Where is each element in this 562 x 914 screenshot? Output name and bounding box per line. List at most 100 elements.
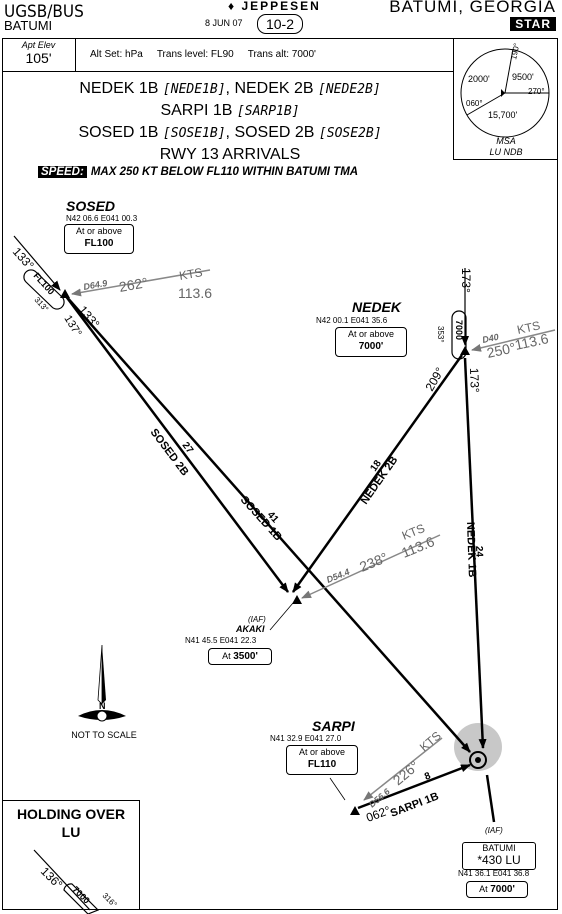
title-line-2: SARPI 1B [SARP1B] — [0, 102, 460, 120]
akaki-radial-brg: 238° — [357, 549, 390, 575]
sosed-inbound-brg: 133° — [10, 245, 37, 273]
batumi-navaid-box: BATUMI *430 LU — [462, 842, 536, 870]
sosed-fix-icon — [60, 289, 70, 298]
chart-type-badge: STAR — [510, 17, 556, 31]
nedek-radial — [471, 329, 556, 352]
sarpi-restriction: At or above FL110 — [286, 745, 358, 775]
msa-190: 190° — [509, 42, 521, 60]
nedek-coord: N42 00.1 E041 35.6 — [316, 316, 388, 325]
chart-frame — [2, 38, 558, 910]
elevation-value: 105' — [25, 50, 52, 66]
holding-title-2: LU — [61, 824, 81, 840]
speed-restriction: SPEED:MAX 250 KT BELOW FL110 WITHIN BATU… — [38, 166, 358, 178]
trans-level: Trans level: FL90 — [156, 49, 234, 60]
sarpi-radial — [363, 737, 443, 801]
nedek-fix-icon — [460, 346, 470, 355]
msa-270: 270° — [528, 87, 545, 96]
sosed-hold-alt: FL100 — [32, 271, 57, 297]
sarpi-out-brg: 062° — [364, 803, 392, 825]
airport-name: BATUMI — [4, 18, 53, 33]
proc-sosed2b: SOSED 2B — [234, 124, 315, 141]
msa-center-arrow — [501, 89, 505, 97]
title-line-4: RWY 13 ARRIVALS — [159, 146, 301, 163]
proc-sosed1b-code: [SOSE1B] — [162, 126, 226, 141]
msa-diagram: 190° 9500' 2000' 060° 270° 15,700' MSA L… — [460, 42, 550, 157]
sosed-coord: N42 06.6 E041 00.3 — [66, 214, 138, 223]
nedek-dme: D40 — [481, 332, 499, 345]
proc-sosed2b-code: [SOSE2B] — [318, 126, 382, 141]
alt-set: Alt Set: hPa — [90, 49, 143, 60]
batumi-outbound — [485, 774, 496, 823]
sosed-2b-dist: 27 — [180, 440, 196, 456]
jeppesen-logo-icon: ♦ — [228, 0, 237, 13]
title-line-3: SOSED 1B [SOSE1B], SOSED 2B [SOSE2B] — [78, 124, 382, 141]
msa-box: 190° 9500' 2000' 060° 270° 15,700' MSA L… — [453, 38, 558, 160]
batumi-restr-alt: 7000' — [490, 884, 515, 895]
route-sosed-inbound — [13, 235, 61, 291]
route-sarpi-1b — [357, 763, 471, 810]
akaki-restriction: At 3500' — [208, 648, 272, 665]
sarpi-1b-label: SARPI 1B — [389, 790, 441, 819]
sosed-restr-text: At or above — [75, 226, 123, 236]
akaki-radial — [301, 534, 441, 599]
nedek-restriction: At or above 7000' — [335, 327, 407, 357]
akaki-fix-icon — [292, 595, 302, 604]
holding-inbound-line — [33, 849, 91, 911]
trans-alt: Trans alt: 7000' — [247, 49, 316, 60]
brand-text: JEPPESEN — [241, 0, 321, 13]
north-arrow-icon — [78, 644, 126, 722]
sosed-vor-ident: KTS — [178, 265, 203, 283]
chart-page-number: 10-2 — [257, 14, 303, 34]
proc-sarpi1b: SARPI 1B — [160, 102, 233, 119]
title-line-1: NEDEK 1B [NEDE1B], NEDEK 2B [NEDE2B] — [79, 80, 381, 97]
nedek-restr-text: At or above — [347, 329, 395, 339]
proc-sosed1b: SOSED 1B — [78, 124, 159, 141]
sosed-vor-freq: 113.6 — [178, 285, 212, 301]
route-sosed-2b — [64, 294, 289, 593]
nedek-restr-alt: 7000' — [358, 341, 384, 352]
sosed-holding-pattern — [23, 269, 65, 310]
proc-nedek2b: NEDEK 2B — [234, 80, 314, 97]
sosed-radial-brg: 262° — [118, 274, 149, 295]
sarpi-leader — [329, 777, 346, 801]
batumi-ndb-icon — [469, 751, 487, 769]
msa-9500: 9500' — [512, 72, 534, 82]
sosed-radial — [71, 269, 211, 297]
holding-title-1: HOLDING OVER — [16, 806, 126, 822]
akaki-leader — [269, 602, 294, 631]
batumi-ndb-center — [475, 757, 481, 763]
nedek-fix-name: NEDEK — [352, 299, 402, 315]
sarpi-coord: N41 32.9 E041 27.0 — [270, 734, 342, 743]
chart-location: BATUMI, GEORGIA — [389, 0, 556, 16]
nedek-vor-ident: KTS — [516, 318, 542, 337]
chart-date: 8 JUN 07 — [205, 18, 243, 28]
proc-nedek1b: NEDEK 1B — [79, 80, 159, 97]
akaki-fix-name: AKAKI — [236, 624, 265, 634]
sarpi-vor-ident: KTS — [417, 729, 444, 755]
sarpi-radial-brg: 226° — [390, 757, 422, 788]
batumi-restriction: At 7000' — [466, 881, 528, 898]
airport-elevation-box: Apt Elev 105' — [2, 38, 76, 72]
sosed-restr-alt: FL100 — [84, 238, 114, 249]
proc-nedek1b-code: [NEDE1B] — [162, 82, 226, 97]
akaki-coord: N41 45.5 E041 22.3 — [185, 636, 257, 645]
msa-sub: LU NDB — [489, 147, 522, 157]
nedek-1b-label: NEDEK 1B — [464, 522, 478, 578]
msa-sector-line-060 — [466, 92, 506, 116]
sarpi-1b-dist: 8 — [423, 770, 433, 782]
akaki-iaf: (IAF) — [248, 615, 266, 624]
nedek-inbound-brg: 173° — [459, 268, 473, 293]
batumi-ndb-area — [454, 723, 502, 771]
msa-sector-line-190 — [504, 48, 514, 94]
sarpi-fix-icon — [350, 806, 360, 815]
nedek-radial-brg: 250° — [485, 339, 517, 361]
nedek-vor-freq: 113.6 — [513, 330, 550, 353]
elevation-label: Apt Elev — [21, 40, 56, 50]
sarpi-restr-alt: FL110 — [307, 759, 337, 770]
akaki-restr-alt: 3500' — [233, 651, 258, 662]
brand-name: ♦ JEPPESEN — [228, 0, 321, 13]
route-nedek-1b — [463, 357, 487, 749]
nedek-hold-alt: 7000 — [454, 320, 464, 340]
sarpi-restr-text: At or above — [298, 747, 346, 757]
